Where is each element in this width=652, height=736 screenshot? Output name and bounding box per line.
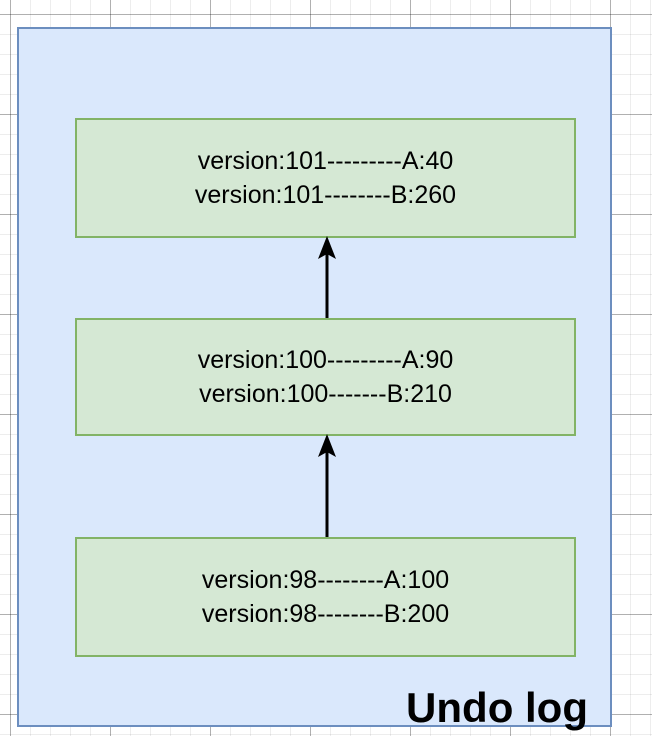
version-line-98-b: version:98--------B:200: [201, 600, 450, 628]
version-line-100-a: version:100---------A:90: [197, 346, 454, 374]
undo-log-title: Undo log: [406, 684, 588, 731]
version-box-100[interactable]: version:100---------A:90 version:100----…: [75, 318, 576, 436]
version-box-101[interactable]: version:101---------A:40 version:101----…: [75, 118, 576, 238]
version-line-98-a: version:98--------A:100: [201, 566, 450, 594]
version-box-98[interactable]: version:98--------A:100 version:98------…: [75, 537, 576, 657]
arrow-up-icon-100-to-101: [305, 235, 349, 321]
version-line-101-b: version:101--------B:260: [194, 181, 457, 209]
version-line-101-a: version:101---------A:40: [197, 147, 454, 175]
arrow-up-icon-98-to-100: [305, 433, 349, 540]
undo-log-container: version:101---------A:40 version:101----…: [17, 27, 612, 731]
version-line-100-b: version:100-------B:210: [199, 380, 452, 408]
